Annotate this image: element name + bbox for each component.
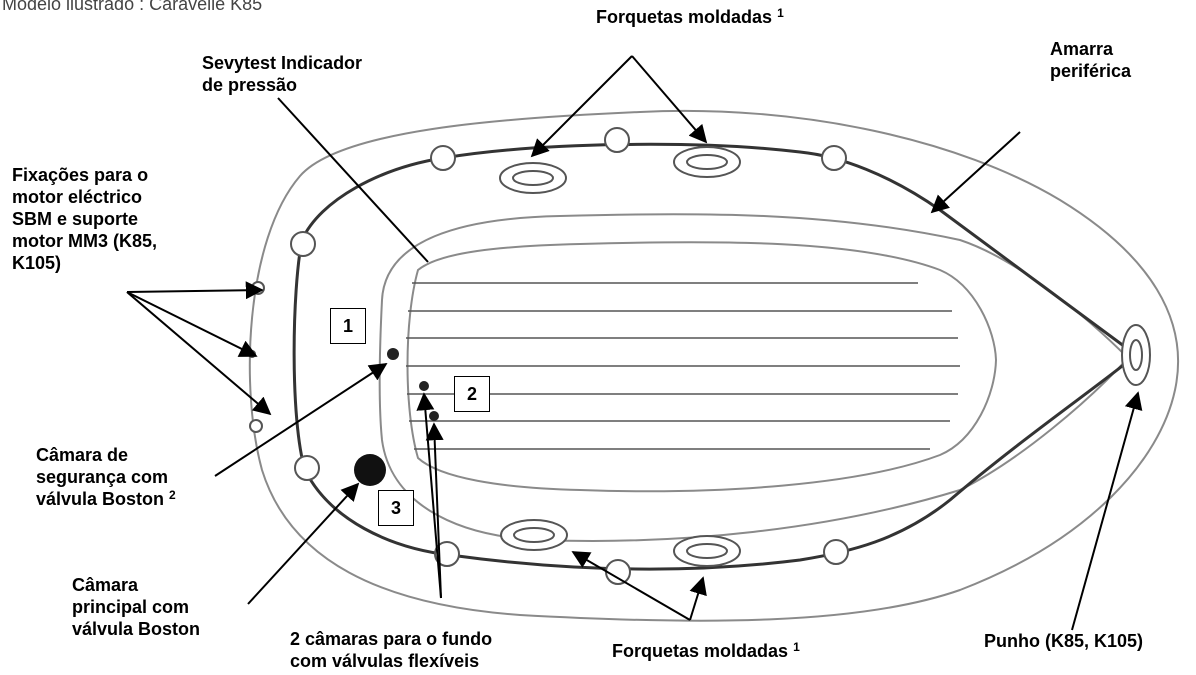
floor-valve-2: [429, 411, 439, 421]
label-forquetas-top: Forquetas moldadas 1: [596, 6, 784, 27]
number-box-2: 2: [454, 376, 490, 412]
figure-caption: Modelo ilustrado : Caravelle K85: [2, 0, 263, 14]
label-punho: Punho (K85, K105): [984, 631, 1144, 651]
leader-lines: [126, 55, 1143, 631]
main-valve: [354, 454, 386, 486]
floor-valve-1: [419, 381, 429, 391]
label-camaras-fundo: 2 câmaras para o fundo com válvulas flex…: [290, 629, 493, 671]
number-box-3: 3: [378, 490, 414, 526]
label-forquetas-bottom: Forquetas moldadas 1: [612, 640, 800, 661]
label-fixacoes: Fixações para o motor eléctrico SBM e su…: [12, 165, 158, 273]
inner-tube: [378, 213, 1130, 542]
floor-planks: [406, 282, 960, 450]
number-box-1: 1: [330, 308, 366, 344]
floor-outline: [406, 241, 998, 493]
label-sevytest: Sevytest Indicador de pressão: [202, 53, 363, 95]
label-amarra: Amarra periférica: [1050, 39, 1132, 81]
rope-anchors: [290, 127, 849, 585]
oarlocks: [499, 146, 741, 567]
bow-handle: [1121, 324, 1151, 386]
label-camara-seguranca: Câmara de segurança com válvula Boston 2: [36, 445, 176, 509]
label-camara-principal: Câmara principal com válvula Boston: [72, 575, 201, 639]
safety-valve: [387, 348, 399, 360]
